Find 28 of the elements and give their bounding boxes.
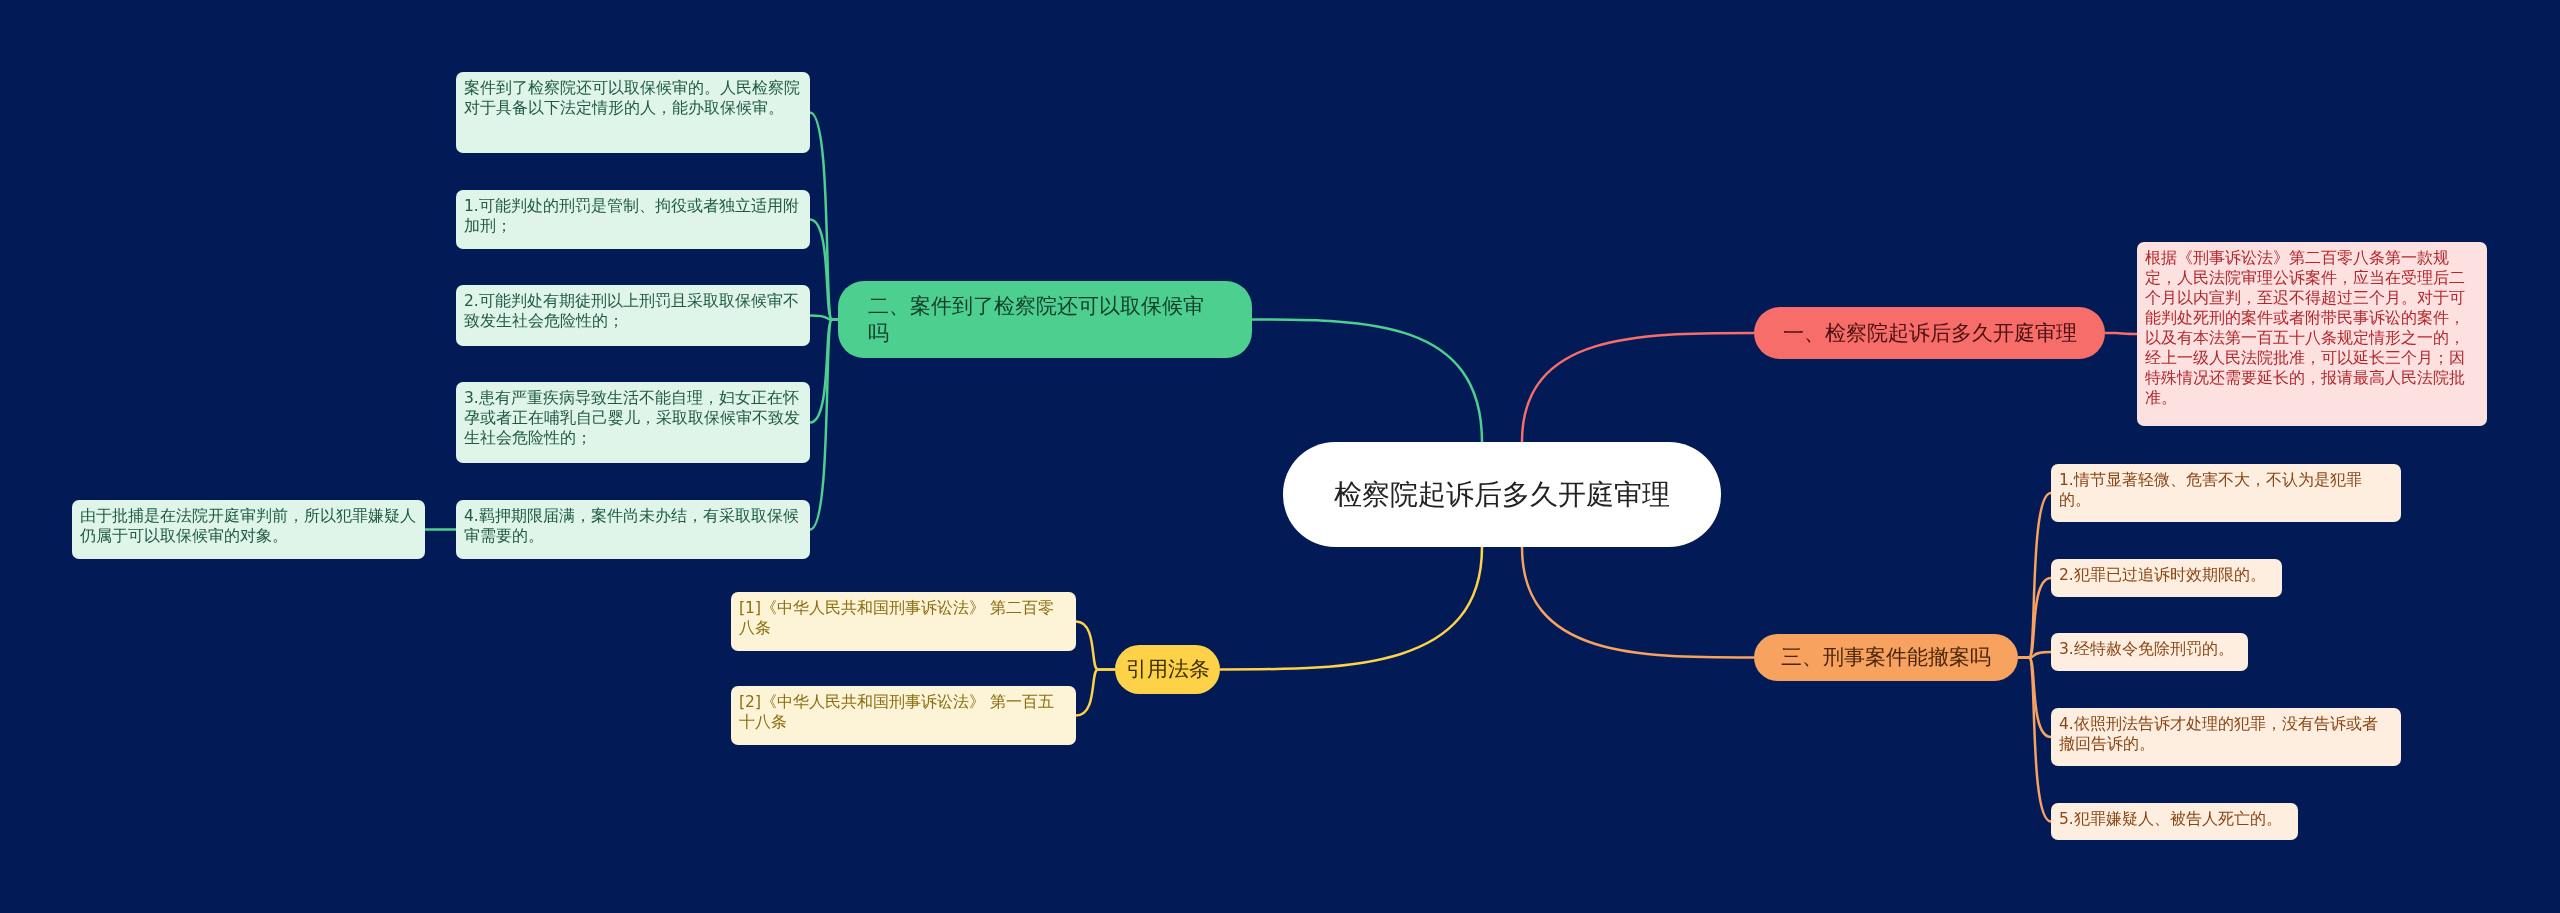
branch-topic: 一、检察院起诉后多久开庭审理 (1754, 307, 2105, 359)
note-box: 5.犯罪嫌疑人、被告人死亡的。 (2051, 803, 2298, 840)
note-box: 4.羁押期限届满，案件尚未办结，有采取取保候审需要的。 (456, 500, 810, 559)
connector-line (1075, 668, 1115, 717)
note-box: [1]《中华人民共和国刑事诉讼法》 第二百零八条 (731, 592, 1076, 651)
note-box: 2.可能判处有期徒刑以上刑罚且采取取保候审不致发生社会危险性的； (456, 285, 810, 346)
note-box: 根据《刑事诉讼法》第二百零八条第一款规定，人民法院审理公诉案件，应当在受理后二个月以内宣判，至迟不得超过三个月。对于可能判处死刑的案件或者附带民事诉讼的案件，以及有本法第一百五十八条规定情形之一的，经上一级人民法院批准，可以延长三个月；因特殊情况还需要延长的，报请最高人民法院批准。 (2137, 242, 2487, 426)
note-box: 4.依照刑法告诉才处理的犯罪，没有告诉或者撤回告诉的。 (2051, 708, 2401, 766)
note-box: 案件到了检察院还可以取保候审的。人民检察院对于具备以下法定情形的人，能办取保候审。 (456, 72, 810, 153)
connector-line (1220, 546, 1484, 671)
note-box: 1.可能判处的刑罚是管制、拘役或者独立适用附加刑； (456, 190, 810, 249)
note-box: 3.患有严重疾病导致生活不能自理，妇女正在怀孕或者正在哺乳自己婴儿，采取取保候审不致发生社会危险性的； (456, 382, 810, 463)
connector-line (425, 528, 456, 531)
connector-line (1520, 546, 1754, 659)
branch-topic: 三、刑事案件能撤案吗 (1754, 634, 2018, 681)
note-box: 2.犯罪已过追诉时效期限的。 (2051, 559, 2282, 597)
connector-line (1520, 331, 1754, 443)
connector-line (2018, 656, 2052, 823)
connector-line (2105, 331, 2137, 336)
note-box: 3.经特赦令免除刑罚的。 (2051, 633, 2248, 671)
branch-topic: 二、案件到了检察院还可以取保候审吗 (838, 281, 1252, 358)
note-box: 由于批捕是在法院开庭审判前，所以犯罪嫌疑人仍属于可以取保候审的对象。 (72, 500, 425, 559)
connector-line (809, 318, 838, 531)
branch-topic: 引用法条 (1115, 645, 1220, 694)
central-topic: 检察院起诉后多久开庭审理 (1283, 442, 1721, 547)
note-box: 1.情节显著轻微、危害不大，不认为是犯罪的。 (2051, 464, 2401, 522)
connector-line (1252, 318, 1484, 443)
note-box: [2]《中华人民共和国刑事诉讼法》 第一百五十八条 (731, 686, 1076, 745)
